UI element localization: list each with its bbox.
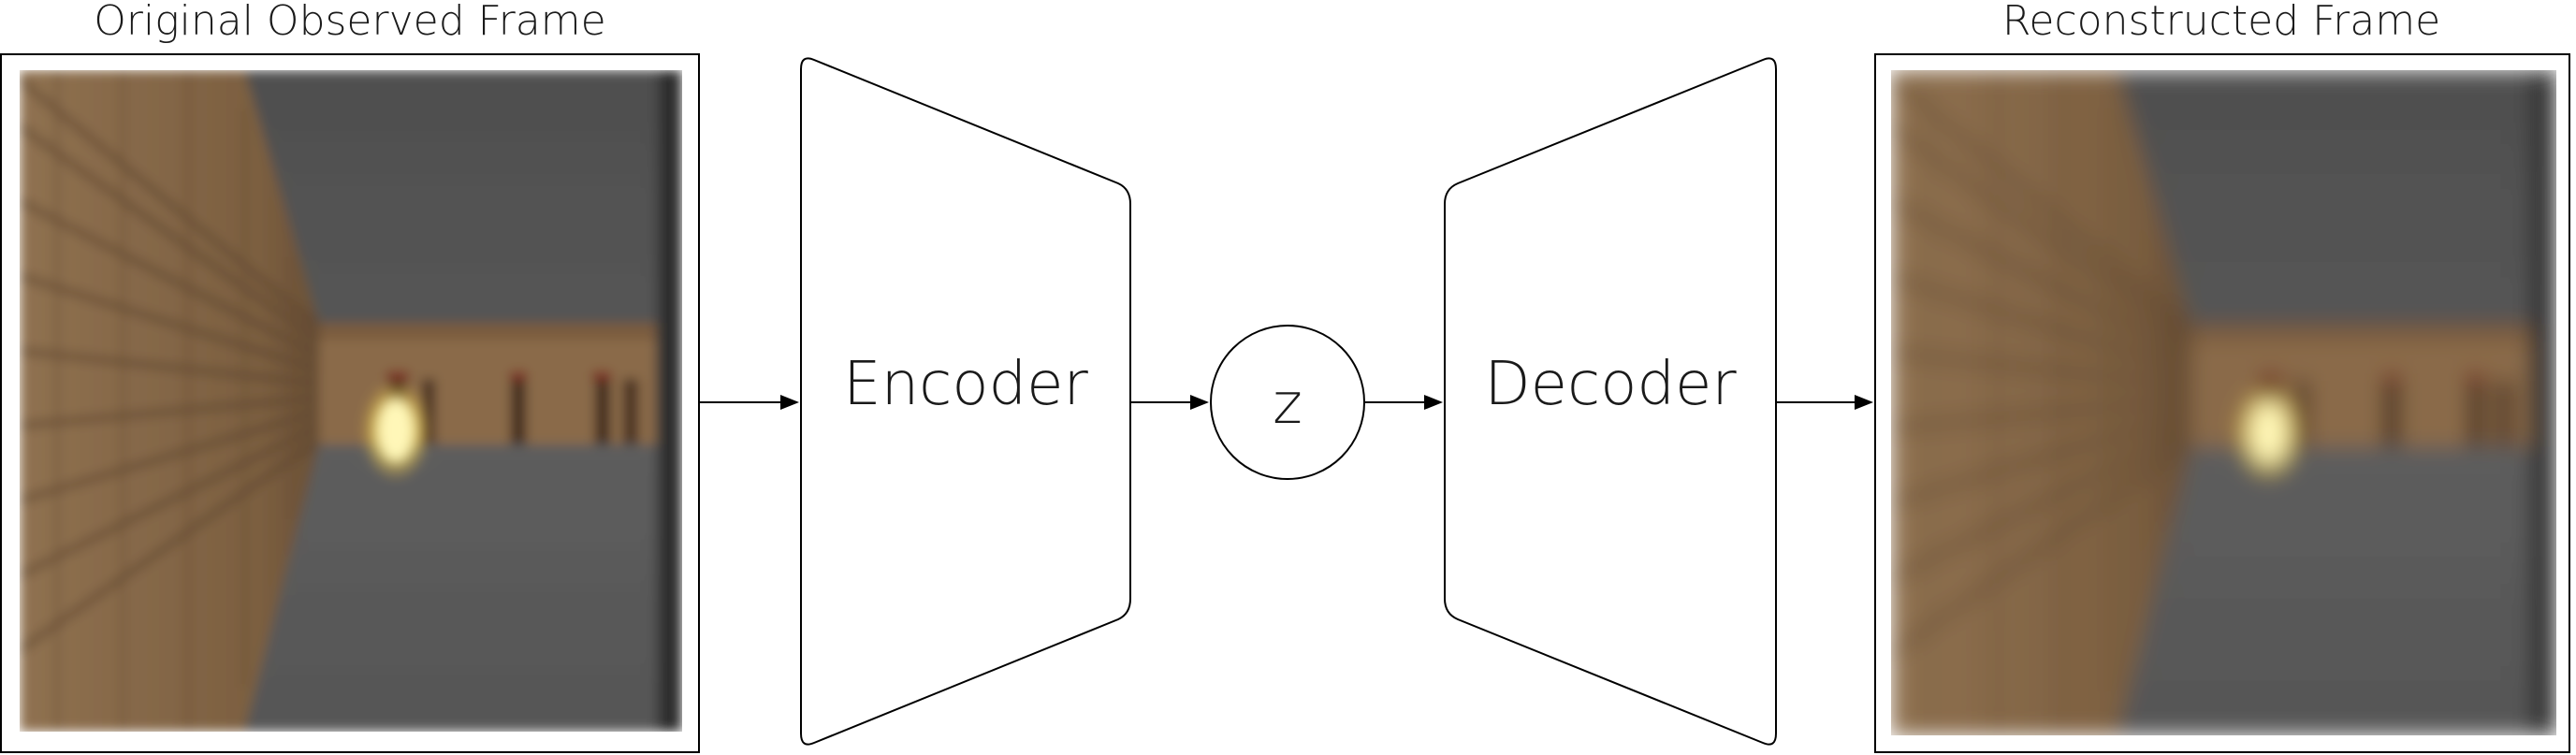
latent-z-node: z bbox=[1210, 325, 1365, 480]
encoder-label: Encoder bbox=[843, 350, 1088, 419]
decoder-label: Decoder bbox=[1484, 350, 1737, 419]
reconstructed-frame bbox=[1874, 53, 2570, 753]
original-frame-caption: Original Observed Frame bbox=[94, 0, 606, 45]
reconstructed-frame-caption: Reconstructed Frame bbox=[2001, 0, 2441, 45]
latent-z-label: z bbox=[1273, 371, 1303, 437]
original-frame bbox=[0, 53, 700, 753]
decoder-block: Decoder bbox=[1444, 57, 1777, 746]
encoder-block: Encoder bbox=[800, 57, 1131, 746]
